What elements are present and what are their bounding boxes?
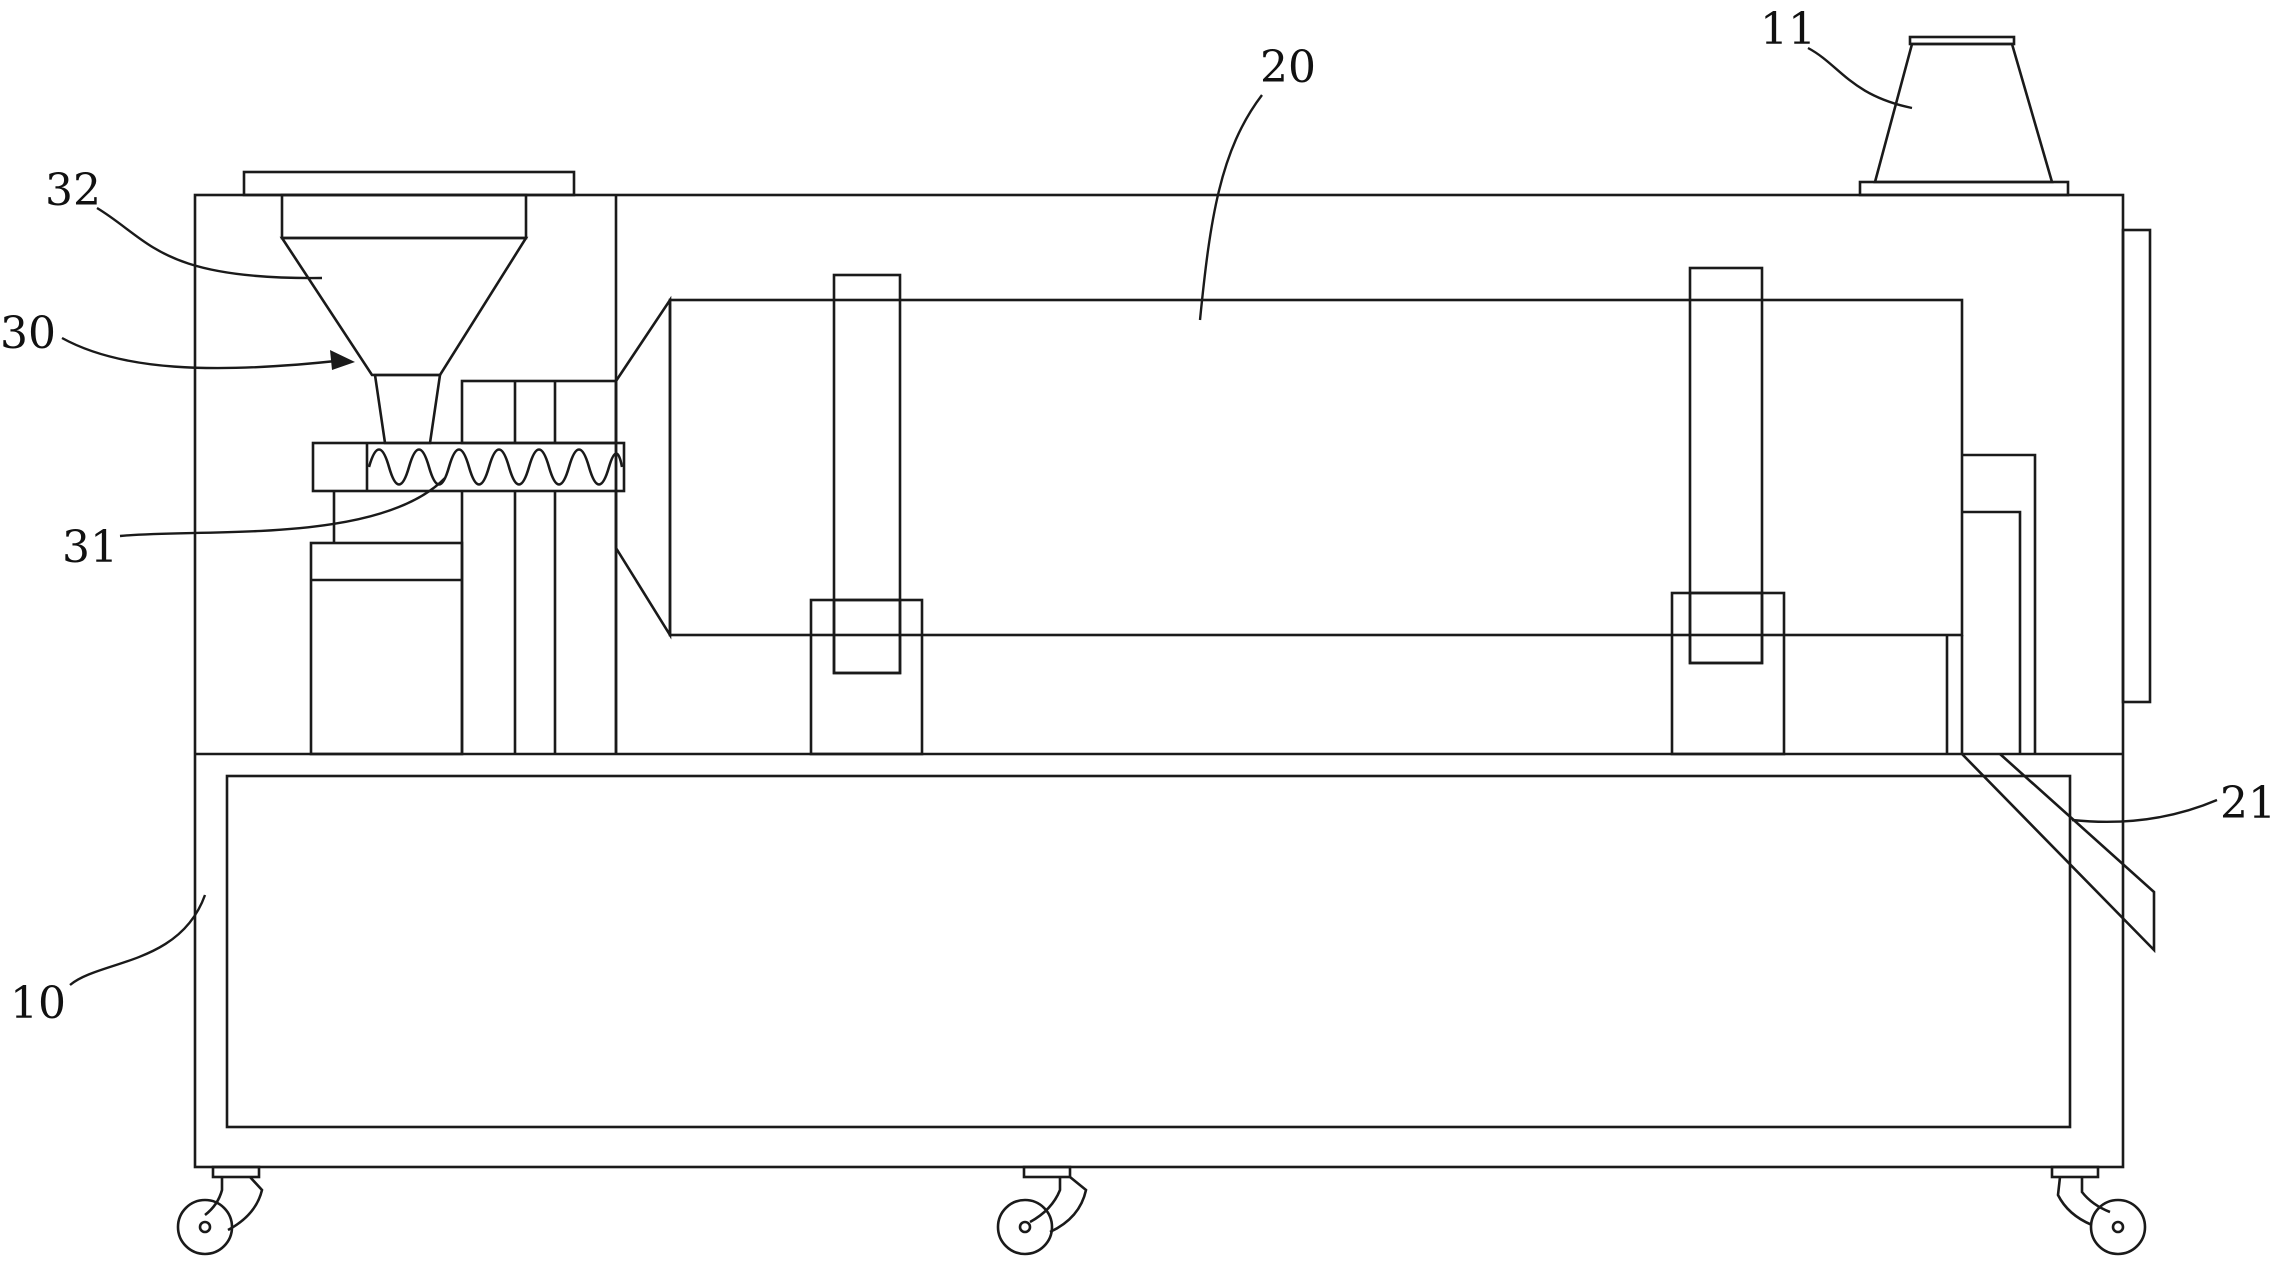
hopper xyxy=(242,170,576,445)
drum xyxy=(614,266,1964,756)
frame-outline xyxy=(193,193,2152,1169)
screw-helix xyxy=(367,448,624,486)
screw-conveyor xyxy=(311,441,626,493)
caster-right xyxy=(2050,1165,2147,1256)
caster-left xyxy=(176,1165,264,1256)
leader-20 xyxy=(1198,94,1263,321)
caster-middle xyxy=(996,1165,1088,1256)
leader-21 xyxy=(2071,798,2218,824)
exhaust-hood xyxy=(1858,35,2070,197)
label-screw-conveyor: 31 xyxy=(62,522,118,573)
label-drum: 20 xyxy=(1260,42,1316,93)
leader-31 xyxy=(119,477,446,538)
label-feeding-device: 30 xyxy=(0,308,56,359)
label-discharge-chute: 21 xyxy=(2220,778,2272,829)
label-hopper: 32 xyxy=(45,165,101,216)
leader-32 xyxy=(96,206,323,280)
leader-30 xyxy=(61,336,346,370)
label-exhaust-hood: 11 xyxy=(1760,4,1816,55)
discharge-chute xyxy=(1945,453,2156,954)
leader-11 xyxy=(1807,46,1913,110)
motor-support xyxy=(309,379,618,756)
leader-lines xyxy=(61,46,2218,986)
reference-numerals: 10 11 20 21 30 31 32 xyxy=(0,4,2272,1029)
arrowhead-30 xyxy=(330,350,355,370)
leader-10 xyxy=(69,894,207,986)
label-frame: 10 xyxy=(10,978,66,1029)
